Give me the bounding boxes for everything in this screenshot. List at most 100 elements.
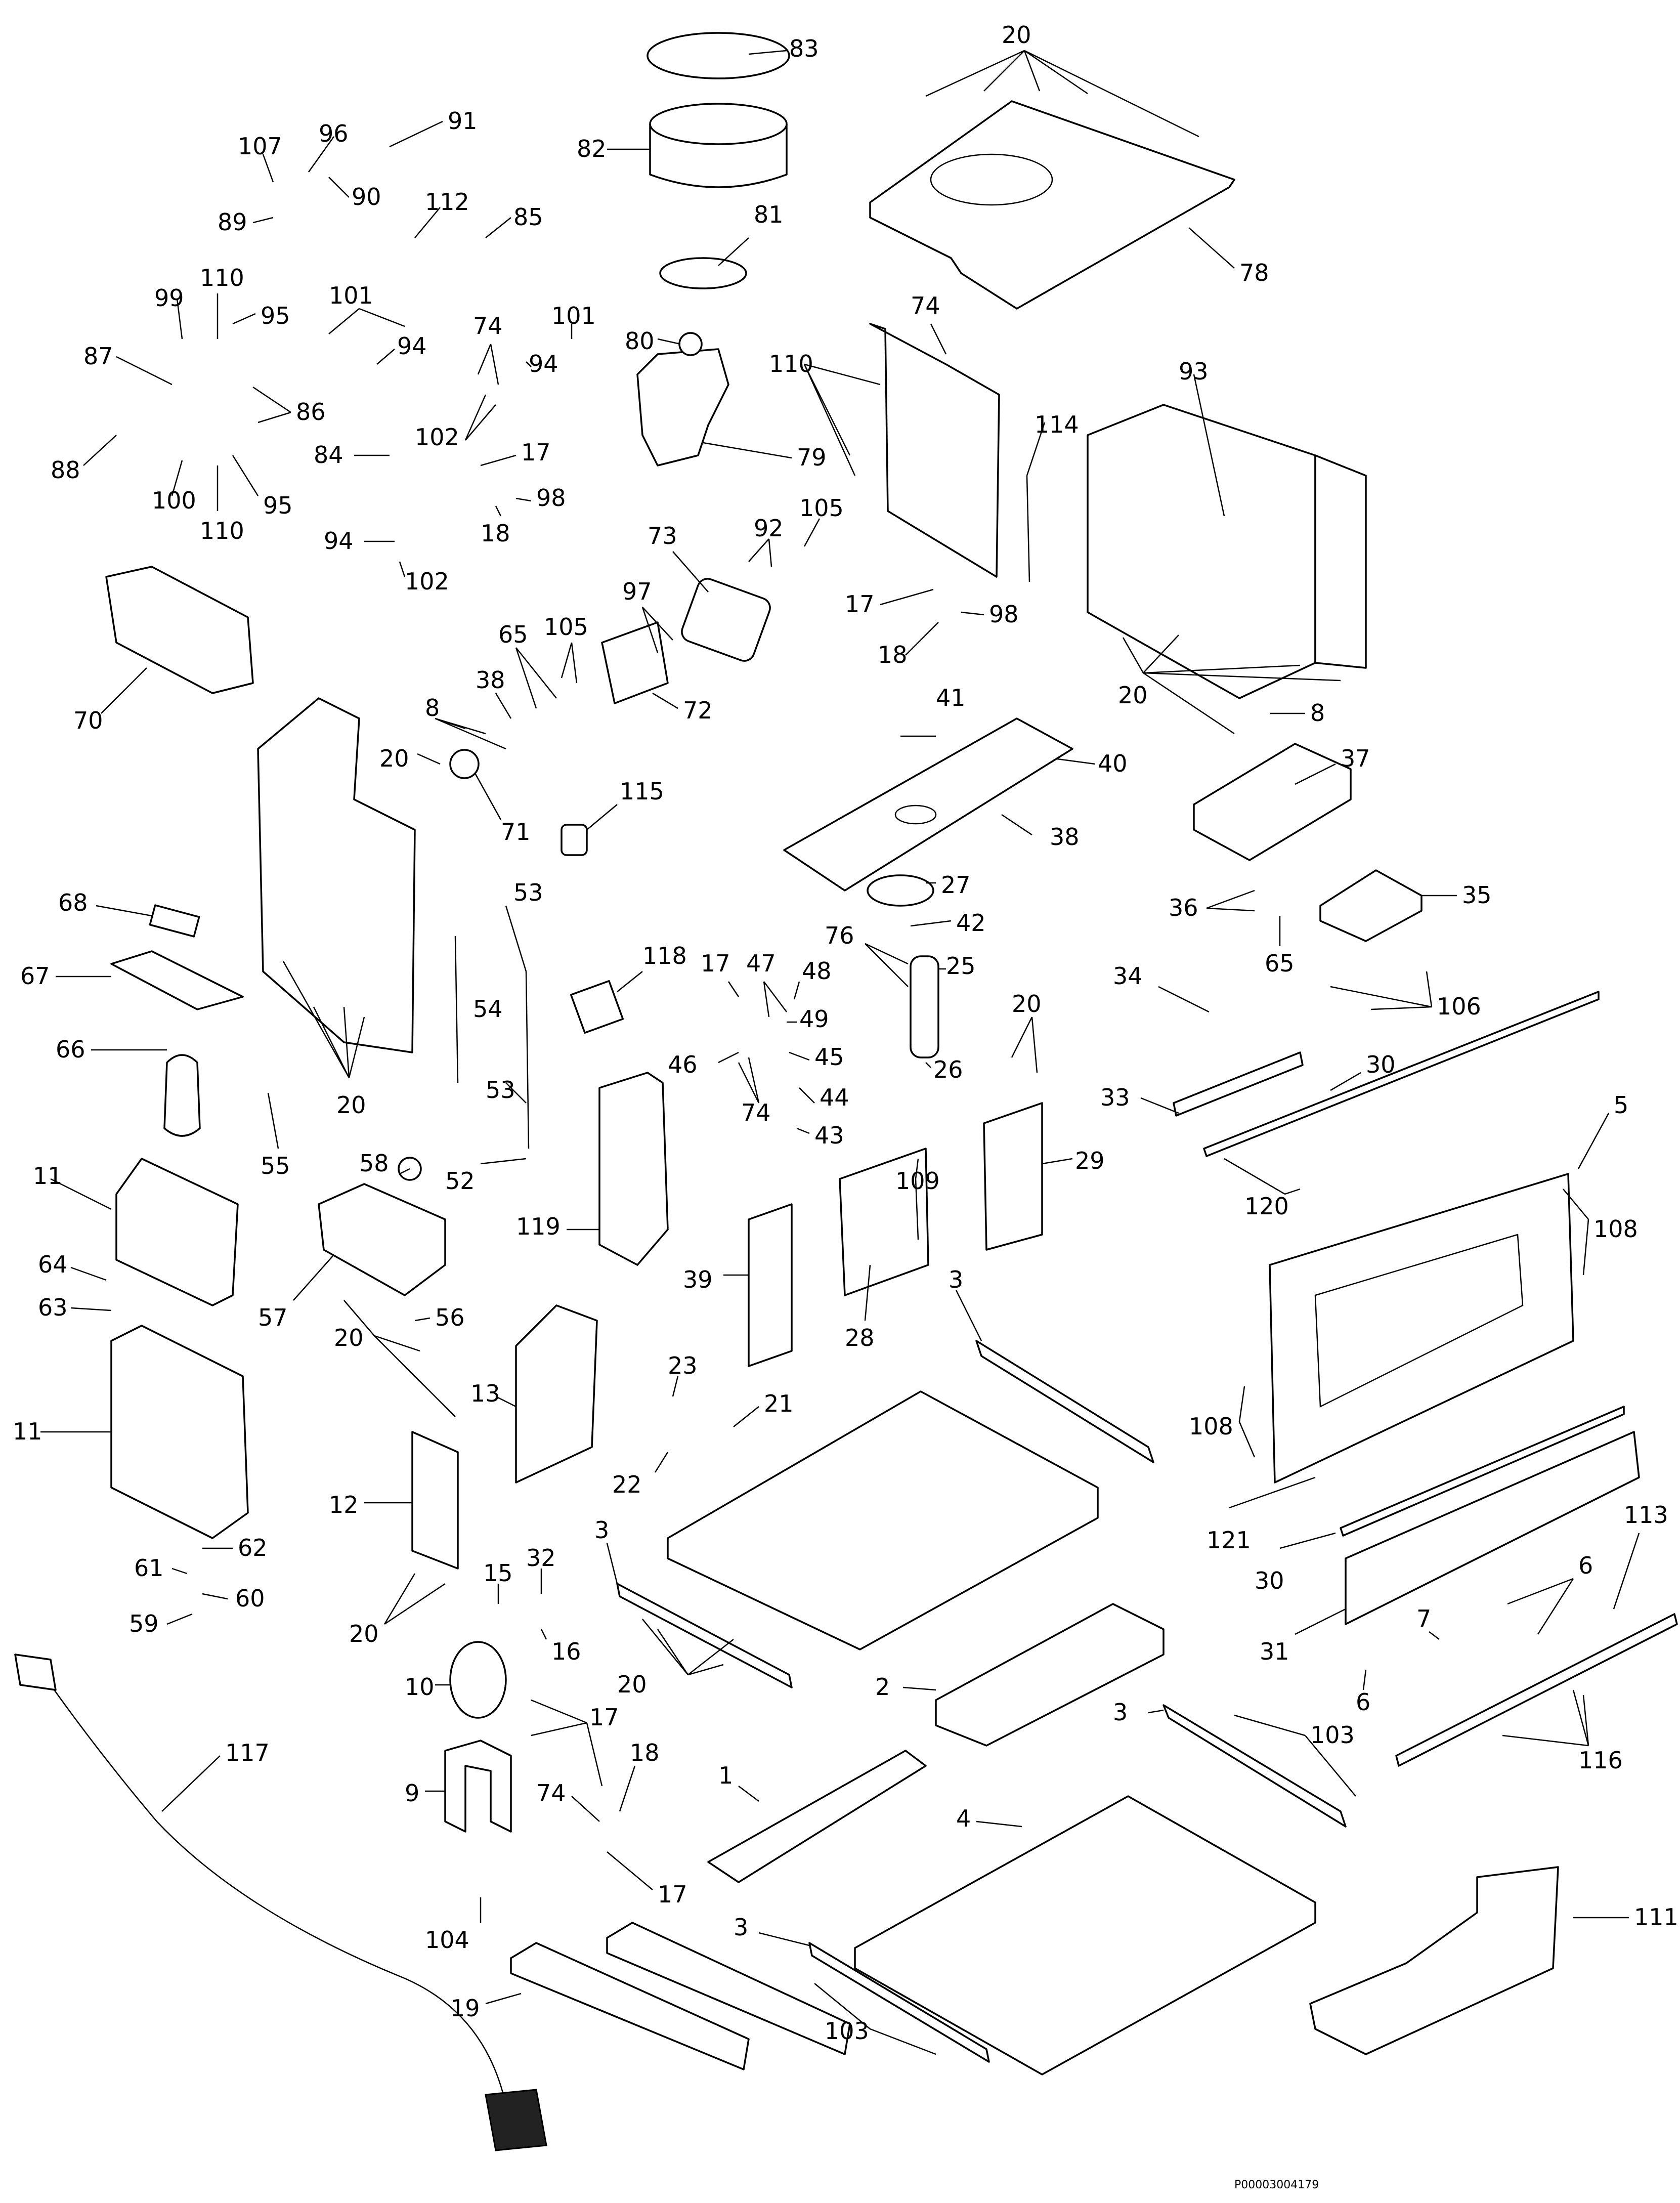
- leader-13: [495, 1395, 516, 1408]
- leader-20-top: [925, 50, 1199, 138]
- callout-45: 45: [814, 1043, 844, 1071]
- leader-6-bottom: [1362, 1669, 1367, 1690]
- callout-20-top: 20: [1002, 21, 1031, 49]
- leader-74-mid: [930, 323, 947, 355]
- callout-86: 86: [296, 398, 326, 426]
- callout-20-71: 20: [379, 745, 409, 772]
- callout-3-bottom: 3: [734, 1914, 748, 1941]
- leader-46: [718, 1051, 739, 1064]
- part-33-switch-strip: [1173, 1051, 1304, 1117]
- callout-17-mid2: 17: [589, 1704, 619, 1731]
- leader-106: [1330, 971, 1433, 1010]
- leader-68: [96, 905, 152, 917]
- part-1-grate: [707, 1750, 927, 1883]
- leader-59: [166, 1613, 193, 1625]
- leader-103-right: [1234, 1714, 1356, 1797]
- callout-94-a: 94: [397, 332, 427, 360]
- leader-71: [475, 774, 502, 820]
- callout-49: 49: [799, 1005, 829, 1033]
- leader-52: [480, 1158, 527, 1165]
- leader-105-left: [561, 642, 578, 684]
- part-2-tray: [935, 1603, 1165, 1747]
- callout-3-left: 3: [594, 1516, 609, 1544]
- part-81-grinder-top: [659, 257, 747, 289]
- callout-6-bottom: 6: [1356, 1688, 1370, 1716]
- callout-64: 64: [38, 1251, 68, 1278]
- part-111-hopper: [1309, 1866, 1559, 2055]
- leader-74-left: [477, 344, 499, 385]
- leader-98-mid: [961, 611, 984, 616]
- leader-23: [672, 1376, 679, 1397]
- leader-90: [328, 177, 350, 198]
- part-93-cabinet: [1087, 404, 1316, 699]
- callout-38-left: 38: [476, 666, 505, 694]
- part-68: [149, 904, 200, 938]
- callout-25: 25: [946, 952, 976, 980]
- callout-20-center: 20: [1012, 990, 1042, 1018]
- callout-72: 72: [683, 697, 713, 724]
- leader-18-left: [495, 505, 502, 517]
- callout-22: 22: [612, 1471, 642, 1498]
- part-19-strip-a: [510, 1942, 750, 2070]
- callout-20-right: 20: [1118, 682, 1148, 709]
- document-number: P00003004179: [1234, 2179, 1319, 2191]
- leader-31: [1295, 1608, 1346, 1635]
- leader-40: [1057, 758, 1096, 765]
- callout-92: 92: [754, 515, 784, 542]
- part-117-plug-top: [14, 1654, 57, 1691]
- callout-74-mid: 74: [911, 292, 940, 319]
- part-67-plate: [110, 950, 244, 1010]
- leader-85: [485, 217, 511, 238]
- leader-30-top: [1330, 1072, 1361, 1091]
- leader-83: [748, 50, 787, 55]
- callout-91: 91: [448, 107, 478, 135]
- leader-17-mid: [880, 588, 934, 606]
- part-35-pcb: [1319, 869, 1423, 942]
- leader-37: [1295, 763, 1336, 785]
- leader-97: [641, 607, 673, 653]
- callout-18-bottom: 18: [630, 1739, 660, 1766]
- callout-82: 82: [577, 135, 607, 162]
- part-117-cable: [50, 1684, 507, 2105]
- callout-41: 41: [936, 684, 966, 711]
- callout-42: 42: [956, 909, 986, 937]
- callout-120: 120: [1244, 1193, 1289, 1220]
- part-13-panel: [515, 1304, 598, 1484]
- callout-20-left2: 20: [349, 1620, 379, 1647]
- callout-99: 99: [154, 284, 184, 312]
- leader-80: [657, 338, 681, 345]
- callout-21: 21: [764, 1390, 794, 1417]
- leader-58: [399, 1168, 410, 1175]
- leader-6-top: [1507, 1578, 1574, 1635]
- part-5-door: [1269, 1173, 1574, 1484]
- part-118: [570, 980, 624, 1034]
- callout-87: 87: [83, 343, 113, 370]
- leader-78: [1188, 227, 1235, 269]
- callout-54: 54: [473, 995, 503, 1023]
- callout-97: 97: [622, 578, 652, 605]
- leader-64: [70, 1266, 107, 1281]
- part-54-rod-a: [454, 936, 459, 1083]
- part-29-panel: [983, 1102, 1043, 1251]
- part-11-water-tank: [110, 1325, 249, 1539]
- part-83-lid: [647, 32, 790, 79]
- callout-98-mid: 98: [989, 601, 1019, 628]
- callout-12: 12: [329, 1491, 359, 1518]
- callout-68: 68: [58, 889, 88, 916]
- part-57-duct: [318, 1183, 446, 1296]
- callout-85: 85: [513, 203, 543, 231]
- leader-117: [161, 1755, 221, 1812]
- callout-111: 111: [1634, 1903, 1678, 1931]
- callout-83: 83: [789, 35, 819, 62]
- leader-20-right: [1122, 634, 1341, 735]
- leader-1: [738, 1786, 759, 1802]
- leader-73: [672, 551, 709, 592]
- part-71-knob: [449, 749, 480, 779]
- callout-115: 115: [620, 778, 664, 805]
- callout-20-left: 20: [334, 1324, 364, 1351]
- leader-93: [1193, 374, 1225, 517]
- leader-121: [1229, 1476, 1316, 1509]
- part-3-rail-left: [616, 1583, 793, 1688]
- leader-44: [799, 1087, 815, 1104]
- leader-79: [703, 442, 792, 459]
